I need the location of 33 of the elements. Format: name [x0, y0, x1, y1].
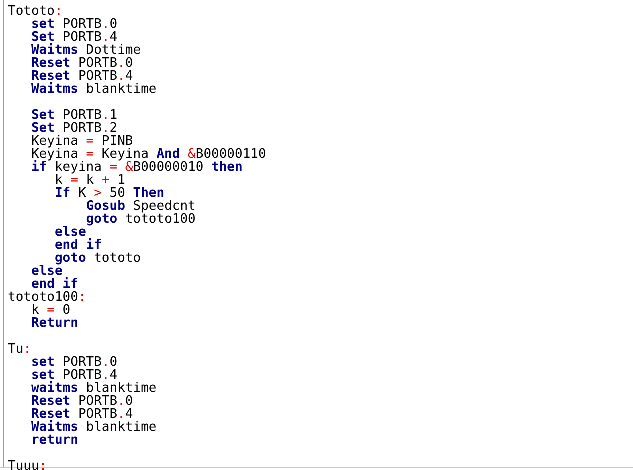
code-line: end if — [31, 278, 78, 291]
code-line: Keyina = Keyina And &B00000110 — [31, 148, 266, 161]
code-line: Set PORTB.1 — [31, 109, 118, 122]
code-line: else — [31, 265, 63, 278]
code-line: Gosub Speedcnt — [86, 200, 196, 213]
code-line: Return — [31, 317, 78, 330]
code-line: set PORTB.0 — [31, 356, 118, 369]
code-line: set PORTB.4 — [31, 369, 118, 382]
code-line: Tototo: — [8, 5, 63, 18]
code-line: k = 0 — [31, 304, 71, 317]
code-line: Reset PORTB.4 — [31, 70, 134, 83]
code-line: goto tototo100 — [86, 213, 196, 226]
code-line: Tu: — [8, 343, 32, 356]
code-line: end if — [54, 239, 102, 252]
code-line: Keyina = PINB — [31, 135, 134, 148]
code-line: Waitms Dottime — [31, 44, 142, 57]
code-line: tototo100: — [8, 291, 86, 304]
code-line: k = k + 1 — [54, 174, 126, 187]
code-line: Reset PORTB.4 — [31, 408, 134, 421]
code-line: Waitms blanktime — [31, 421, 157, 434]
code-line: set PORTB.0 — [31, 18, 118, 31]
code-line: return — [31, 434, 78, 447]
code-line: Set PORTB.4 — [31, 31, 118, 44]
code-line: if keyina = &B00000010 then — [31, 161, 243, 174]
code-line: Waitms blanktime — [31, 83, 157, 96]
code-line: else — [54, 226, 86, 239]
code-line: Reset PORTB.0 — [31, 395, 134, 408]
code-line: Set PORTB.2 — [31, 122, 118, 135]
code-line: If K > 50 Then — [54, 187, 165, 200]
code-line: Tuuu: — [8, 460, 48, 470]
code-line: goto tototo — [54, 252, 142, 265]
code-line: Reset PORTB.0 — [31, 57, 134, 70]
code-line: waitms blanktime — [31, 382, 157, 395]
